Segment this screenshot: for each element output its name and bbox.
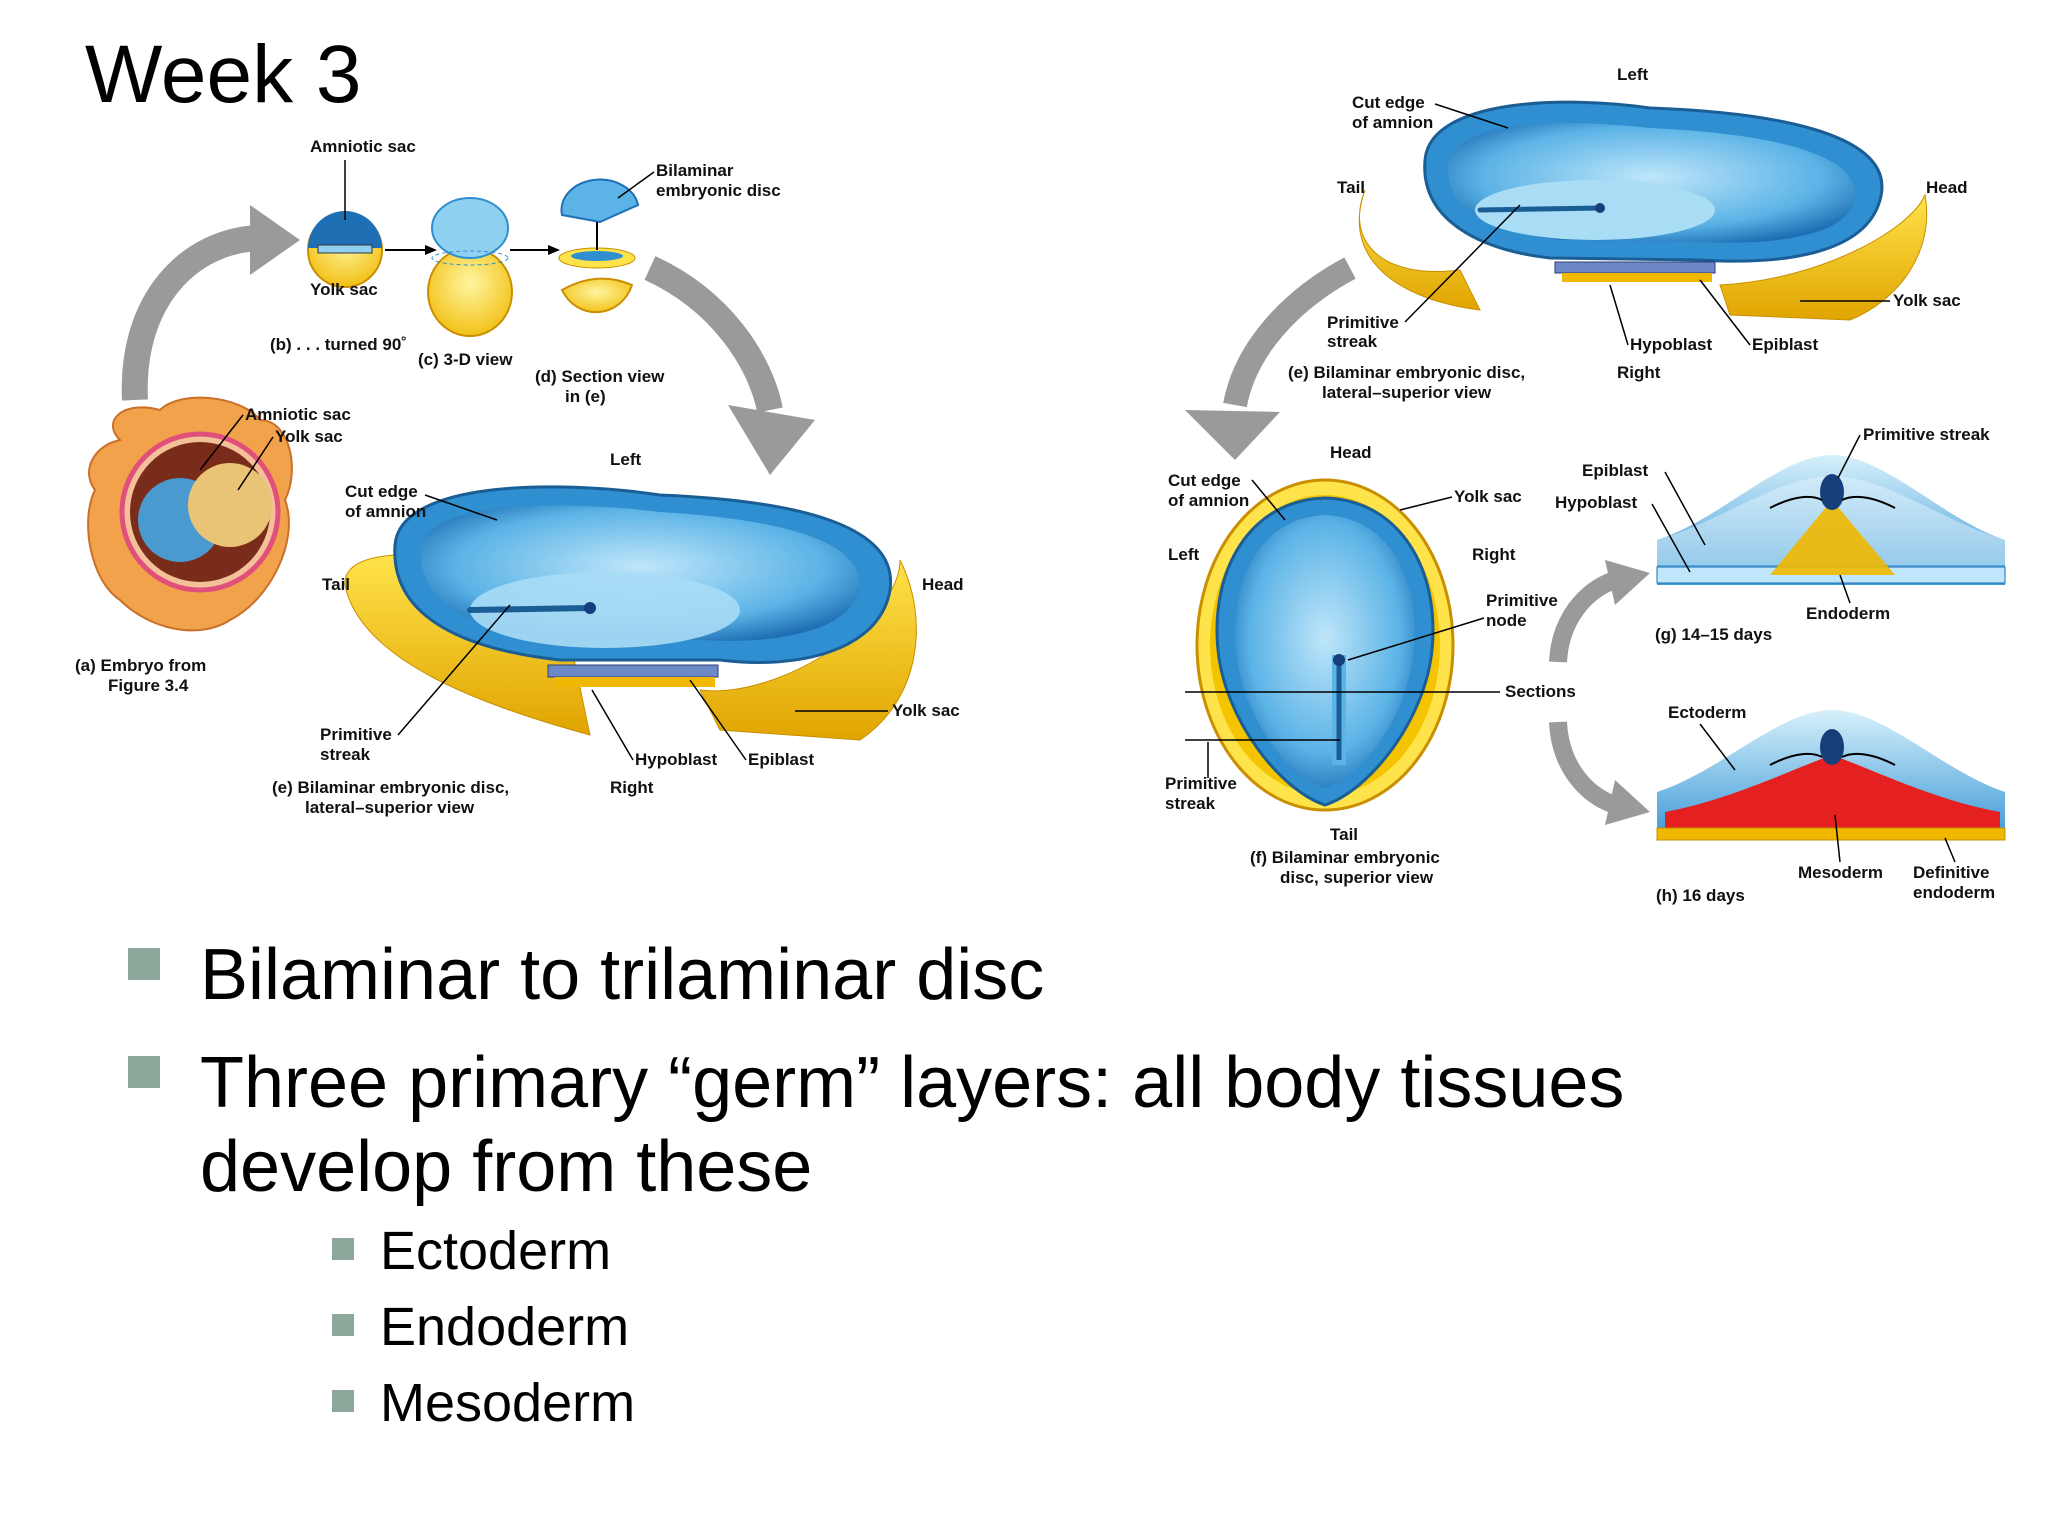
label-yolk-sac-a: Yolk sac xyxy=(275,427,343,446)
caption-c: (c) 3-D view xyxy=(418,350,513,369)
caption-a: (a) Embryo from xyxy=(75,656,206,675)
caption-e-right-2: lateral–superior view xyxy=(1322,383,1492,402)
embryology-figure: Amniotic sac Bilaminar embryonic disc Yo… xyxy=(75,65,2006,905)
label-definitive-endoderm-h-2: endoderm xyxy=(1913,883,1995,902)
section-g xyxy=(1656,455,2006,585)
label-left-e-right: Left xyxy=(1617,65,1649,84)
caption-e-right: (e) Bilaminar embryonic disc, xyxy=(1288,363,1525,382)
label-cut-edge-e: Cut edge xyxy=(345,482,418,501)
arrowhead-f-to-h xyxy=(1605,780,1650,825)
embryo-a xyxy=(87,396,293,632)
label-right-f: Right xyxy=(1472,545,1516,564)
label-epiblast-g: Epiblast xyxy=(1582,461,1648,480)
label-hypoblast-e-right: Hypoblast xyxy=(1630,335,1713,354)
label-bilaminar-disc-top: Bilaminar xyxy=(656,161,734,180)
caption-e: (e) Bilaminar embryonic disc, xyxy=(272,778,509,797)
sphere-c xyxy=(427,197,513,337)
label-primitive-streak-e-2: streak xyxy=(320,745,371,764)
sub-bullet-marker-1 xyxy=(332,1238,354,1260)
label-primitive-streak-e-right: Primitive xyxy=(1327,313,1399,332)
label-bilaminar-disc-top-2: embryonic disc xyxy=(656,181,781,200)
caption-b: (b) . . . turned 90˚ xyxy=(270,335,407,354)
sub-bullet-endoderm: Endoderm xyxy=(380,1297,630,1357)
label-hypoblast-g: Hypoblast xyxy=(1555,493,1638,512)
label-definitive-endoderm-h: Definitive xyxy=(1913,863,1990,882)
label-cut-edge-e-right: Cut edge xyxy=(1352,93,1425,112)
caption-d: (d) Section view xyxy=(535,367,665,386)
sub-bullet-ectoderm: Ectoderm xyxy=(380,1221,612,1281)
label-tail-e: Tail xyxy=(322,575,350,594)
label-cut-edge-f-2: of amnion xyxy=(1168,491,1249,510)
section-h xyxy=(1656,710,2006,841)
curved-arrow-e-to-f xyxy=(1223,257,1356,408)
caption-f-2: disc, superior view xyxy=(1280,868,1434,887)
curved-arrow-d-to-e xyxy=(644,256,783,413)
label-yolk-sac-e: Yolk sac xyxy=(892,701,960,720)
bullet-marker-1 xyxy=(128,948,160,980)
sub-bullet-mesoderm: Mesoderm xyxy=(380,1373,636,1433)
caption-g: (g) 14–15 days xyxy=(1655,625,1772,644)
caption-h: (h) 16 days xyxy=(1656,886,1745,905)
label-mesoderm-h: Mesoderm xyxy=(1798,863,1883,882)
sub-bullet-marker-3 xyxy=(332,1390,354,1412)
arrowhead-d-to-e xyxy=(728,405,815,475)
label-left-f: Left xyxy=(1168,545,1200,564)
curved-arrow-f-to-h xyxy=(1549,721,1619,814)
label-left-e: Left xyxy=(610,450,642,469)
label-epiblast-e-right: Epiblast xyxy=(1752,335,1818,354)
sub-bullet-marker-2 xyxy=(332,1314,354,1336)
curved-arrow-a-to-b xyxy=(121,225,261,401)
label-tail-f: Tail xyxy=(1330,825,1358,844)
bullet-text-1: Bilaminar to trilaminar disc xyxy=(200,935,1045,1015)
label-tail-e-right: Tail xyxy=(1337,178,1365,197)
slide-title: Week 3 xyxy=(85,29,362,120)
bullet-text-2-continued: develop from these xyxy=(200,1127,813,1207)
caption-e-2: lateral–superior view xyxy=(305,798,475,817)
label-head-e-right: Head xyxy=(1926,178,1968,197)
label-sections-f: Sections xyxy=(1505,682,1576,701)
curved-arrow-f-to-g xyxy=(1549,571,1619,663)
caption-f: (f) Bilaminar embryonic xyxy=(1250,848,1440,867)
label-right-e: Right xyxy=(610,778,654,797)
label-cut-edge-e-right-2: of amnion xyxy=(1352,113,1433,132)
section-d xyxy=(558,178,640,314)
caption-d-2: in (e) xyxy=(565,387,606,406)
label-epiblast-e: Epiblast xyxy=(748,750,814,769)
label-primitive-node-f: Primitive xyxy=(1486,591,1558,610)
label-primitive-streak-e: Primitive xyxy=(320,725,392,744)
caption-a-2: Figure 3.4 xyxy=(108,676,189,695)
arrowhead-a-to-b xyxy=(250,205,300,275)
label-ectoderm-h: Ectoderm xyxy=(1668,703,1746,722)
bullet-marker-2 xyxy=(128,1056,160,1088)
sphere-b xyxy=(307,211,383,288)
label-amniotic-sac-top: Amniotic sac xyxy=(310,137,416,156)
disc-f-superior xyxy=(1185,478,1500,812)
label-right-e-right: Right xyxy=(1617,363,1661,382)
label-endoderm-g: Endoderm xyxy=(1806,604,1890,623)
bullet-text-2: Three primary “germ” layers: all body ti… xyxy=(200,1043,1625,1123)
disc-e-left xyxy=(344,485,917,741)
label-primitive-streak-g: Primitive streak xyxy=(1863,425,1990,444)
label-cut-edge-e-2: of amnion xyxy=(345,502,426,521)
label-primitive-node-f-2: node xyxy=(1486,611,1527,630)
arrowhead-e-to-f xyxy=(1185,410,1280,460)
disc-e-right xyxy=(1358,100,1928,321)
label-head-e: Head xyxy=(922,575,964,594)
label-yolk-sac-b: Yolk sac xyxy=(310,280,378,299)
label-primitive-streak-f-2: streak xyxy=(1165,794,1216,813)
label-amniotic-sac-a: Amniotic sac xyxy=(245,405,351,424)
right-figure-labels: Left Cut edge of amnion Tail Head Yolk s… xyxy=(1165,65,1995,905)
label-head-f: Head xyxy=(1330,443,1372,462)
label-hypoblast-e: Hypoblast xyxy=(635,750,718,769)
label-yolk-sac-e-right: Yolk sac xyxy=(1893,291,1961,310)
label-primitive-streak-f: Primitive xyxy=(1165,774,1237,793)
label-yolk-sac-f: Yolk sac xyxy=(1454,487,1522,506)
left-figure-labels: Amniotic sac Bilaminar embryonic disc Yo… xyxy=(75,137,964,817)
label-cut-edge-f: Cut edge xyxy=(1168,471,1241,490)
arrowhead-f-to-g xyxy=(1605,560,1650,605)
label-primitive-streak-e-right-2: streak xyxy=(1327,332,1378,351)
